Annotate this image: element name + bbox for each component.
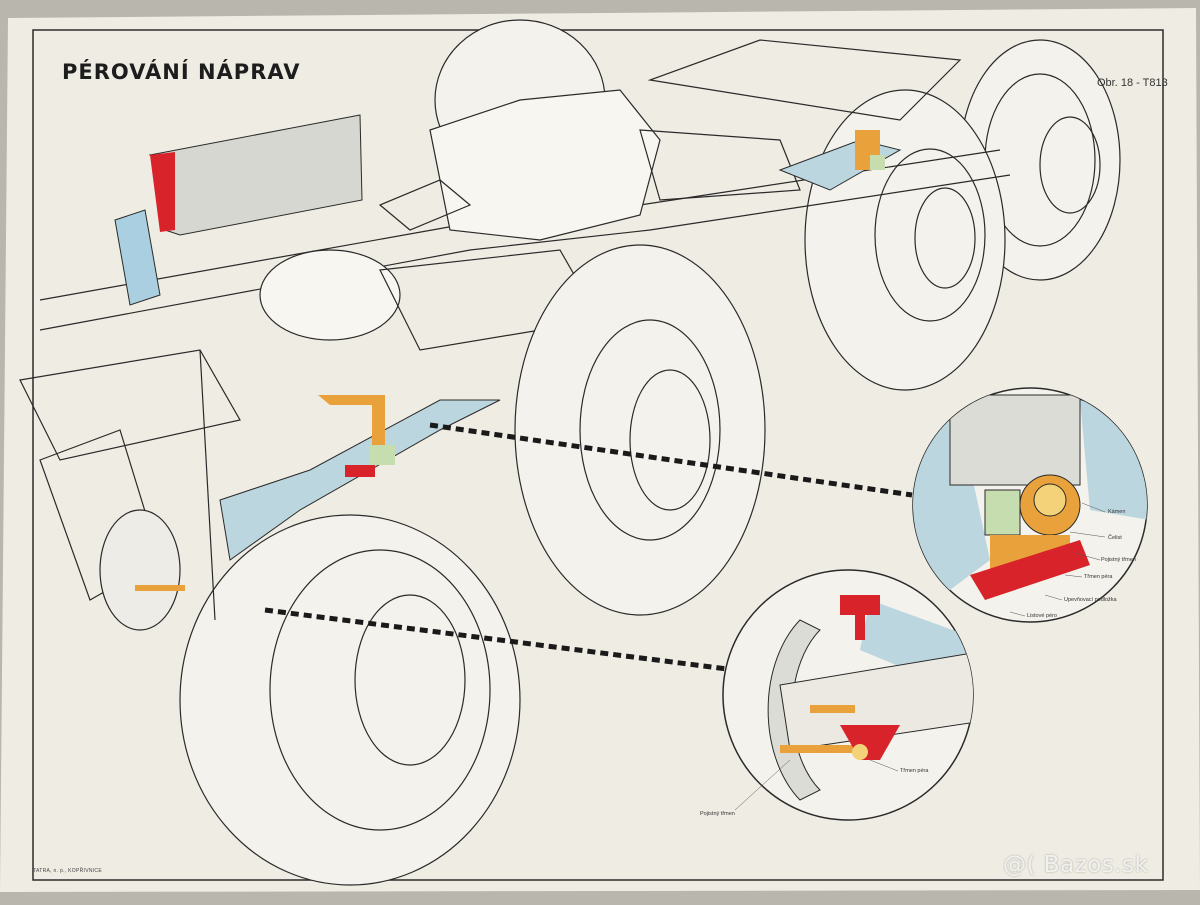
- brake-rod-orange: [135, 585, 185, 591]
- middle-wheel-rim: [579, 319, 721, 541]
- detail-bottom-rod: [810, 705, 855, 713]
- gearbox-housing: [429, 89, 661, 241]
- rear-right-inner-rim: [874, 148, 986, 322]
- detail-top-stone: [1033, 483, 1067, 517]
- front-wheel: [179, 514, 521, 886]
- poster-title: PÉROVÁNÍ NÁPRAV: [62, 60, 301, 84]
- front-wheel-rim: [269, 549, 491, 831]
- steering-rod: [199, 349, 216, 621]
- callout-bottom-trmen-pera: Třmen péra: [900, 768, 929, 774]
- callout-pojistny-trmen: Pojistný třmen: [1101, 557, 1136, 563]
- middle-wheel: [514, 244, 766, 616]
- front-wheel-hub: [354, 594, 466, 766]
- rear-differential: [639, 129, 801, 201]
- rear-crossmember: [647, 39, 962, 121]
- middle-wheel-hub: [629, 369, 711, 511]
- detail-bottom-drum: [767, 619, 821, 801]
- detail-top-pad: [984, 489, 1021, 536]
- detail-circle-top: [912, 387, 1148, 623]
- shock-absorber: [114, 209, 161, 306]
- detail-circle-bottom: [722, 569, 974, 821]
- propshaft-flange: [378, 179, 472, 231]
- detail-bottom-axle: [779, 649, 973, 751]
- front-brake-drum: [99, 509, 181, 631]
- frame-rail-bottom: [39, 174, 1011, 331]
- drawing-linework: [19, 19, 1121, 886]
- rear-right-inner-hub: [914, 187, 976, 289]
- detail-bottom-clamp-top: [840, 595, 880, 640]
- coloured-parts: [114, 114, 902, 591]
- figure-reference: Obr. 18 - T813: [1097, 77, 1168, 89]
- callout-celist: Čelist: [1108, 535, 1122, 541]
- detail-top-callout-ticks: [1009, 502, 1106, 617]
- rear-right-outer-hub: [1039, 116, 1101, 214]
- front-leaf-spring: [219, 399, 501, 561]
- detail-top-bracket: [949, 394, 1081, 486]
- callout-trmen-pera: Třmen péra: [1084, 574, 1113, 580]
- leader-line-top: [429, 422, 913, 498]
- leader-lines: [264, 422, 913, 673]
- spring-pad-green: [370, 445, 395, 465]
- detail-bottom-callout-ticks: [734, 759, 899, 811]
- site-watermark: @( Bazos.sk: [1003, 852, 1149, 878]
- callout-bottom-pojistny-trmen: Pojistný třmen: [700, 811, 735, 817]
- leader-line-bottom: [264, 607, 736, 673]
- spring-clamp-red: [345, 465, 375, 477]
- callout-kamen: Kámen: [1108, 509, 1126, 515]
- footer-credit: TATRA, n. p., KOPŘIVNICE: [33, 868, 102, 874]
- frame-channel-red-section: [150, 152, 175, 232]
- rear-pad-green: [870, 155, 885, 170]
- detail-top-mount-plate: [970, 540, 1090, 600]
- poster-border: [32, 29, 1164, 881]
- front-axle-beam: [19, 349, 241, 461]
- centre-differential: [259, 249, 401, 341]
- detail-bottom-nut: [852, 744, 868, 760]
- callout-listove-pero: Listové péro: [1027, 613, 1057, 619]
- callout-upevnovaci-podlozka: Upevňovací podložka: [1064, 597, 1117, 603]
- spring-saddle-orange: [318, 395, 385, 445]
- detail-bottom-rod-lower: [780, 745, 870, 753]
